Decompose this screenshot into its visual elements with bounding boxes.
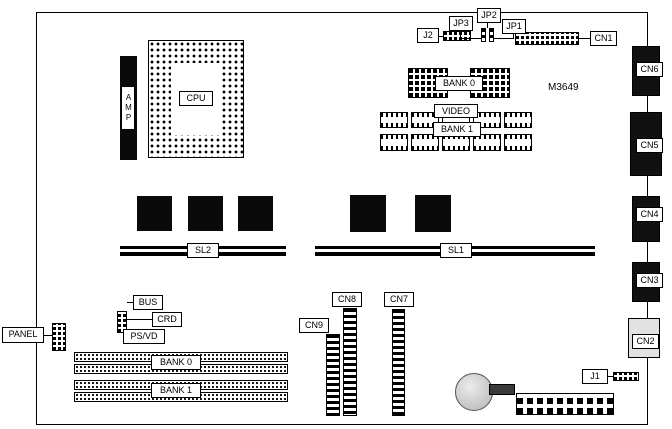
cn3-label: CN3 — [636, 273, 663, 288]
j1-connector — [613, 372, 639, 381]
cn1-connector — [515, 32, 579, 45]
cn1-label: CN1 — [590, 31, 617, 46]
ic-chip — [411, 134, 439, 151]
leader-line — [494, 38, 513, 39]
leader-line — [127, 319, 152, 320]
leader-line — [460, 38, 481, 39]
leader-line — [608, 376, 613, 377]
leader-line — [439, 36, 443, 37]
sl2-label: SL2 — [187, 243, 219, 258]
ic-chip — [380, 134, 408, 151]
crd-label: CRD — [152, 312, 182, 327]
smd-chip — [415, 195, 451, 232]
panel-connector — [52, 323, 66, 351]
psvd-label: PS/VD — [123, 329, 165, 344]
cn6-label: CN6 — [636, 62, 663, 77]
j2-connector — [443, 31, 471, 41]
bus-crd-jumper-block — [117, 311, 127, 333]
leader-line — [579, 38, 590, 39]
cn7-connector — [392, 309, 405, 416]
cn7-label: CN7 — [384, 292, 414, 307]
video-label: VIDEO — [434, 104, 478, 118]
bank1-top-label: BANK 1 — [433, 122, 481, 137]
amp-label: AMP — [121, 86, 135, 130]
smd-chip — [137, 196, 172, 231]
leader-line — [487, 23, 488, 28]
part-number: M3649 — [548, 82, 579, 93]
cn5-label: CN5 — [636, 138, 663, 153]
cn2-label: CN2 — [632, 334, 659, 349]
j2-label: J2 — [417, 28, 439, 43]
cmos-battery — [455, 373, 493, 411]
ic-chip — [504, 112, 532, 128]
cn9-label: CN9 — [299, 318, 329, 333]
bank0-bottom-label: BANK 0 — [151, 355, 201, 370]
sl1-label: SL1 — [440, 243, 472, 258]
leader-line — [44, 335, 52, 336]
ic-chip — [442, 134, 470, 151]
panel-label: PANEL — [2, 327, 44, 343]
smd-chip — [188, 196, 223, 231]
leader-line — [127, 302, 133, 303]
ic-chip — [473, 134, 501, 151]
ic-chip — [380, 112, 408, 128]
cpu-label: CPU — [179, 91, 213, 106]
ic-chip — [411, 112, 439, 128]
cpu-socket — [148, 40, 244, 158]
battery-clip — [489, 384, 515, 395]
leader-line — [513, 34, 514, 39]
bottom-pin-header — [516, 393, 614, 415]
jumper-block — [489, 28, 494, 42]
cn8-connector — [343, 308, 357, 416]
smd-chip — [238, 196, 273, 231]
cn4-label: CN4 — [636, 207, 663, 222]
jp1-label: JP1 — [502, 19, 526, 34]
jp3-label: JP3 — [449, 16, 473, 31]
cn8-label: CN8 — [332, 292, 362, 307]
ic-chip — [504, 134, 532, 151]
jp2-label: JP2 — [477, 8, 501, 23]
jumper-block — [481, 28, 486, 42]
bus-label: BUS — [133, 295, 163, 310]
leader-line — [460, 31, 461, 38]
smd-chip — [350, 195, 386, 232]
bank0-top-label: BANK 0 — [435, 76, 483, 91]
j1-label: J1 — [582, 369, 608, 384]
bank1-bottom-label: BANK 1 — [151, 383, 201, 398]
cn9-connector — [326, 334, 340, 416]
